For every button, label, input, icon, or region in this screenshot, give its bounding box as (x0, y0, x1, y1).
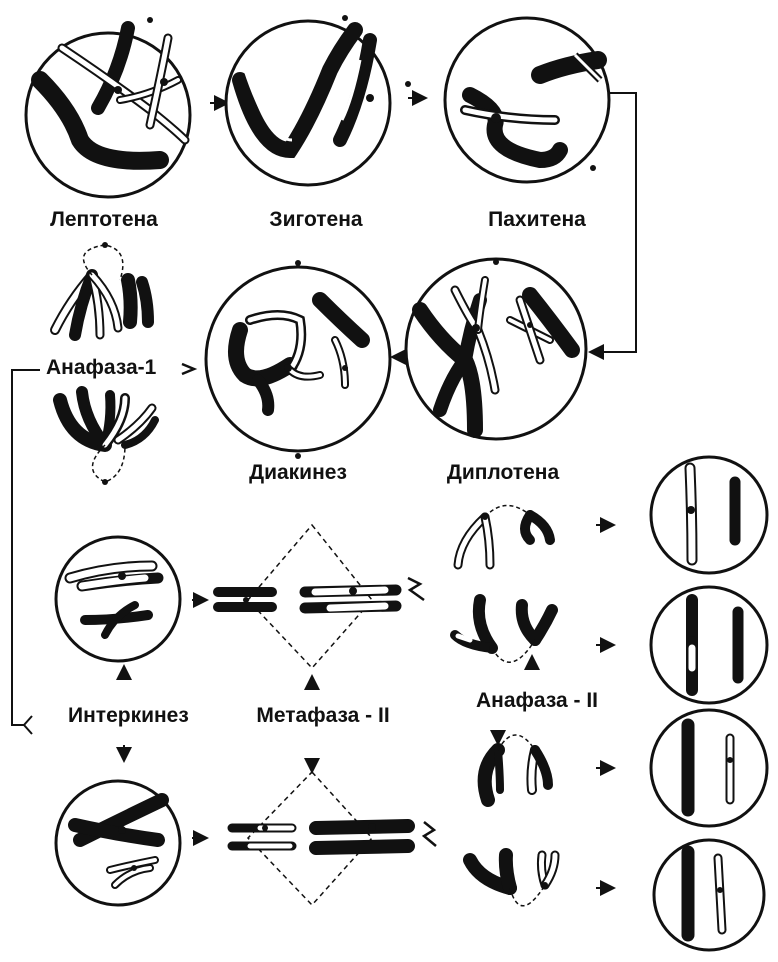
cell-diplotene (404, 257, 588, 441)
anaphase2-b (450, 594, 558, 663)
label-anaphase2: Анафаза - II (475, 689, 599, 712)
cell-interkinesis-upper (54, 535, 182, 663)
cell-diakinesis (204, 260, 392, 459)
label-diakinesis: Диакинез (249, 461, 347, 484)
anaphase1-lower (53, 386, 159, 485)
daughter-cell-3 (649, 708, 769, 828)
cell-zygotene (224, 15, 411, 187)
metaphase2-upper (213, 523, 402, 670)
label-zygotene: Зиготена (269, 208, 363, 231)
daughter-cell-4 (652, 838, 766, 952)
anaphase2-c (477, 734, 553, 807)
daughter-cell-1 (649, 455, 769, 575)
anaphase2-d (463, 848, 560, 907)
label-diplotene: Диплотена (446, 461, 560, 484)
cell-pachytene (443, 16, 611, 184)
label-interkinesis: Интеркинез (68, 704, 189, 727)
daughter-cell-2 (649, 585, 769, 705)
anaphase1-upper (50, 242, 154, 341)
label-metaphase2: Метафаза - II (256, 704, 390, 727)
metaphase2-lower (227, 770, 415, 907)
cell-leptotene (24, 17, 192, 199)
label-anaphase1: Анафаза-1 (46, 356, 157, 379)
label-pachytene: Пахитена (488, 208, 586, 231)
anaphase2-a (453, 504, 555, 570)
label-leptotene: Лептотена (50, 208, 158, 231)
cell-interkinesis-lower (54, 779, 182, 907)
